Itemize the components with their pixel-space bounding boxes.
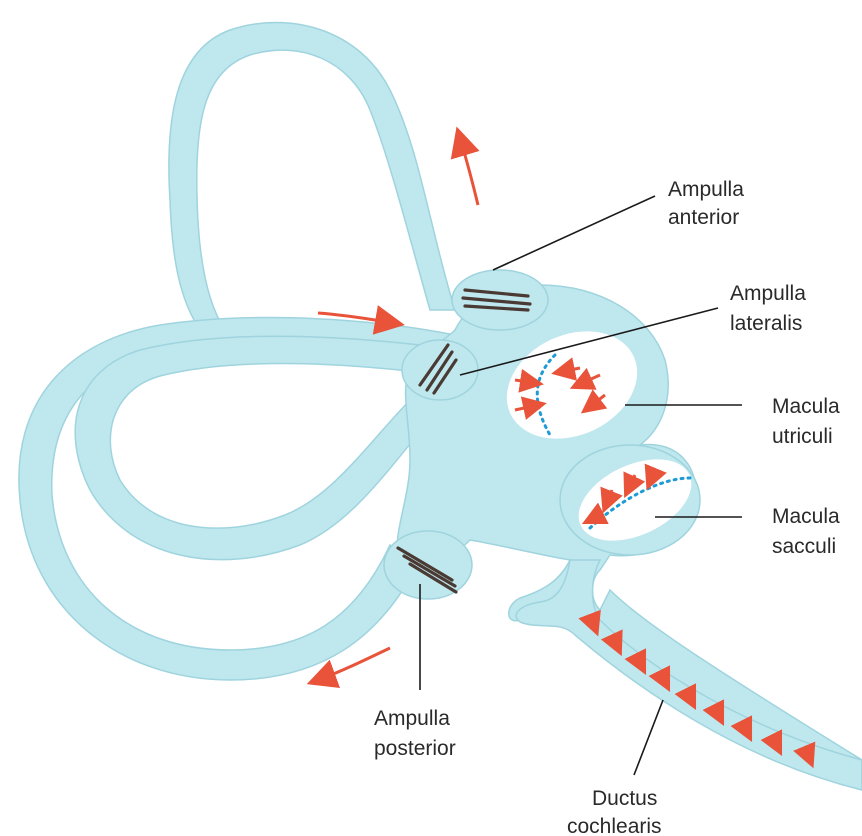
svg-text:Macula: Macula	[772, 505, 840, 528]
svg-text:sacculi: sacculi	[772, 535, 836, 558]
svg-text:anterior: anterior	[668, 206, 739, 229]
svg-text:cochlearis: cochlearis	[567, 815, 662, 836]
label-macula-sacculi: Macula sacculi	[772, 505, 840, 558]
label-macula-utriculi: Macula utriculi	[772, 395, 840, 448]
leader-ductus-cochlearis	[634, 700, 663, 775]
label-text: Macula	[772, 505, 840, 528]
label-text: Ampulla	[730, 282, 806, 305]
label-text: Ampulla	[374, 707, 450, 730]
anterior-canal	[169, 23, 455, 331]
label-text: sacculi	[772, 535, 836, 558]
label-text: cochlearis	[567, 815, 662, 836]
svg-text:Macula: Macula	[772, 395, 840, 418]
flow-arrow-anterior	[460, 138, 478, 205]
label-text: lateralis	[730, 312, 802, 335]
label-ductus-cochlearis: Ductus cochlearis	[567, 787, 662, 836]
label-text: Ductus	[592, 787, 657, 810]
label-text: Macula	[772, 395, 840, 418]
label-text: posterior	[374, 737, 456, 760]
posterior-canal	[19, 318, 455, 680]
leader-ampulla-anterior	[493, 196, 655, 270]
label-text: Ampulla	[668, 178, 744, 201]
label-text: utriculi	[772, 425, 833, 448]
svg-text:lateralis: lateralis	[730, 312, 802, 335]
svg-text:utriculi: utriculi	[772, 425, 833, 448]
svg-text:Ampulla: Ampulla	[374, 707, 450, 730]
label-ampulla-anterior: Ampulla anterior	[668, 178, 744, 229]
svg-text:Ductus: Ductus	[592, 787, 657, 810]
label-ampulla-lateralis: Ampulla lateralis	[730, 282, 806, 335]
svg-text:Ampulla: Ampulla	[668, 178, 744, 201]
svg-text:Ampulla: Ampulla	[730, 282, 806, 305]
label-text: anterior	[668, 206, 739, 229]
svg-text:posterior: posterior	[374, 737, 456, 760]
lateral-canal	[75, 336, 440, 559]
label-ampulla-posterior: Ampulla posterior	[374, 707, 456, 760]
